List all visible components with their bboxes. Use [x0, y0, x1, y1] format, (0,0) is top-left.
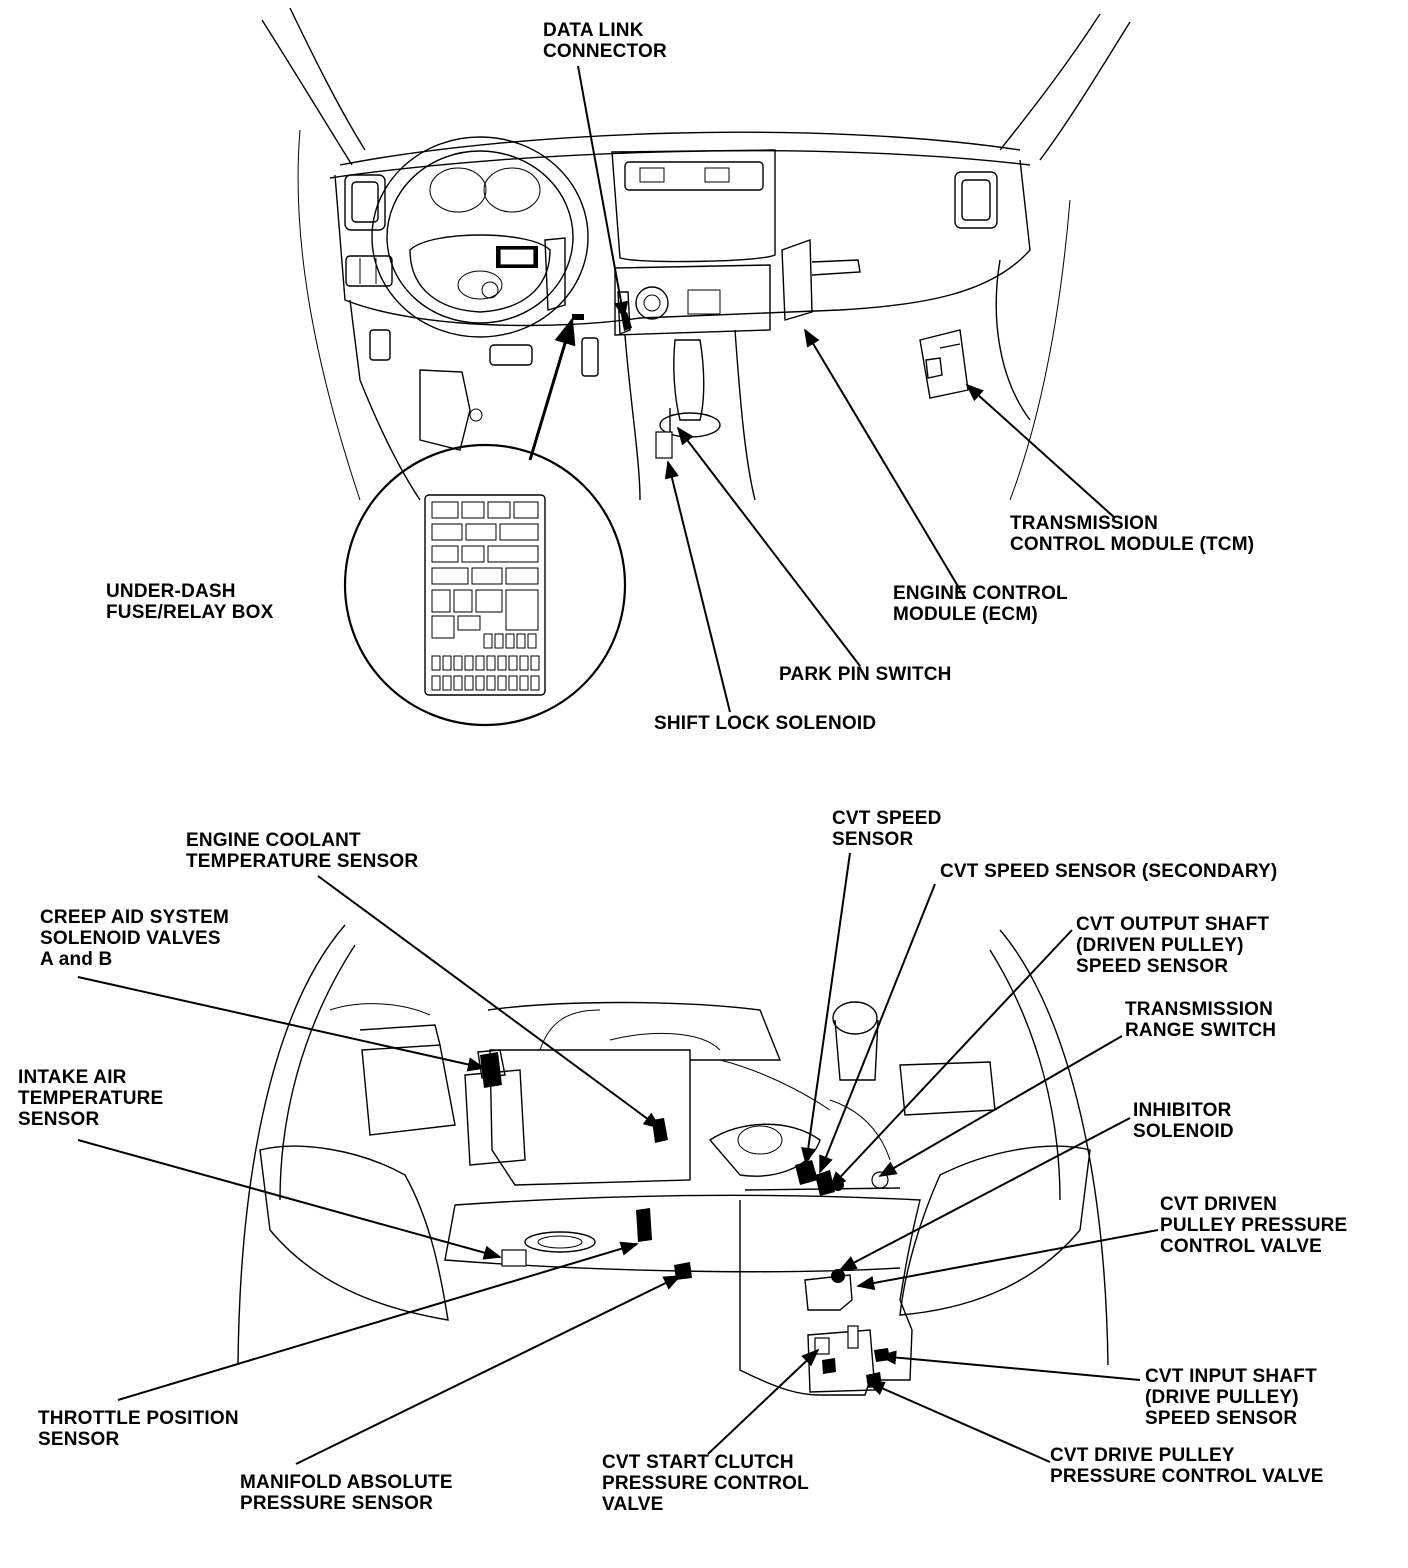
- label-intake-air-temperature-sensor: INTAKE AIR TEMPERATURE SENSOR: [18, 1067, 164, 1130]
- label-data-link-connector: DATA LINK CONNECTOR: [543, 20, 667, 62]
- label-cvt-speed-sensor: CVT SPEED SENSOR: [832, 808, 942, 850]
- label-inhibitor-solenoid: INHIBITOR SOLENOID: [1133, 1100, 1234, 1142]
- label-transmission-range-switch: TRANSMISSION RANGE SWITCH: [1125, 999, 1277, 1041]
- dashboard-drawing: [261, 7, 1131, 501]
- label-cvt-start-clutch-pressure-control-valve: CVT START CLUTCH PRESSURE CONTROL VALVE: [602, 1452, 809, 1515]
- label-park-pin-switch: PARK PIN SWITCH: [779, 664, 952, 685]
- label-ecm: ENGINE CONTROL MODULE (ECM): [893, 583, 1068, 625]
- label-cvt-output-shaft-speed-sensor: CVT OUTPUT SHAFT (DRIVEN PULLEY) SPEED S…: [1076, 914, 1270, 977]
- label-shift-lock-solenoid: SHIFT LOCK SOLENOID: [654, 713, 877, 734]
- label-cvt-drive-pulley-pressure-control-valve: CVT DRIVE PULLEY PRESSURE CONTROL VALVE: [1050, 1445, 1324, 1487]
- label-cvt-driven-pulley-pressure-control-valve: CVT DRIVEN PULLEY PRESSURE CONTROL VALVE: [1160, 1194, 1348, 1257]
- engine-bay-drawing: [237, 924, 1109, 1396]
- label-throttle-position-sensor: THROTTLE POSITION SENSOR: [38, 1408, 239, 1450]
- engine-leader-lines: [77, 852, 1159, 1465]
- label-cvt-input-shaft-speed-sensor: CVT INPUT SHAFT (DRIVE PULLEY) SPEED SEN…: [1145, 1366, 1317, 1429]
- fuse-box-inset: [343, 443, 627, 727]
- label-manifold-absolute-pressure-sensor: MANIFOLD ABSOLUTE PRESSURE SENSOR: [240, 1472, 453, 1514]
- label-tcm: TRANSMISSION CONTROL MODULE (TCM): [1010, 513, 1255, 555]
- interior-leader-lines: [528, 65, 1116, 713]
- label-cvt-speed-sensor-secondary: CVT SPEED SENSOR (SECONDARY): [940, 861, 1278, 882]
- label-under-dash-fuse-relay-box: UNDER-DASH FUSE/RELAY BOX: [106, 581, 274, 623]
- label-creep-aid-solenoid-valves: CREEP AID SYSTEM SOLENOID VALVES A and B: [40, 907, 230, 970]
- label-engine-coolant-temperature-sensor: ENGINE COOLANT TEMPERATURE SENSOR: [186, 830, 419, 872]
